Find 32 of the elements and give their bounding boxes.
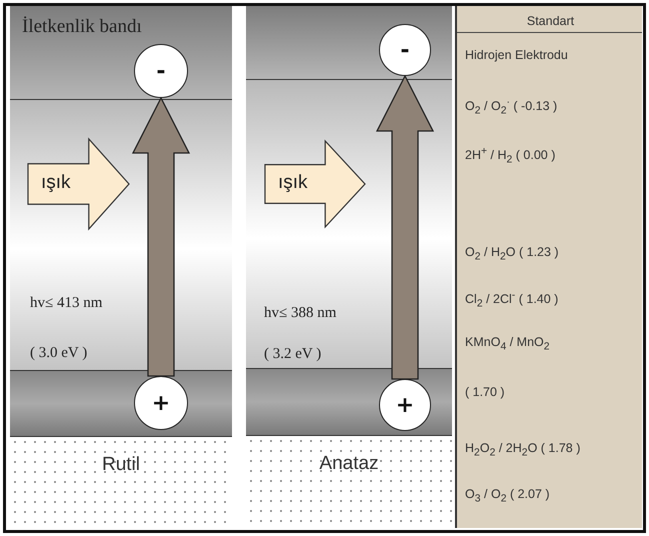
redox-couple-text: O$_{2}$ / O$_{2}$$^{·}$ ( -0.13 ) xyxy=(465,97,558,117)
valence-band xyxy=(246,368,452,436)
wavelength-text: ( 3.0 eV ) xyxy=(30,345,88,362)
hole-circle: + xyxy=(134,376,188,430)
redox-couple-text: Cl$_{2}$ / 2Cl$^{-}$ ( 1.40 ) xyxy=(465,290,558,310)
header-text: Standart xyxy=(526,14,576,28)
redox-couple-text: KMnO$_{4}$ / MnO$_{2}$ xyxy=(465,335,550,352)
band-label: İletkenlik bandı xyxy=(22,16,142,38)
conduction-band xyxy=(10,6,232,100)
redox-couple-text: O$_{3}$ / O$_{2}$ ( 2.07 ) xyxy=(465,487,550,504)
header-text: Hidrojen Elektrodu xyxy=(465,48,568,62)
conduction-band xyxy=(246,6,452,80)
light-block-arrow xyxy=(264,140,366,228)
light-label: ışık xyxy=(278,172,308,194)
electron-circle: - xyxy=(134,44,188,98)
excitation-arrow xyxy=(132,96,190,377)
redox-potential-panel xyxy=(455,6,642,528)
wavelength-text: hv≤ 413 nm xyxy=(30,295,102,312)
redox-couple-text: H$_{2}$O$_{2}$ / 2H$_{2}$O ( 1.78 ) xyxy=(465,441,580,458)
wavelength-text: ( 3.2 eV ) xyxy=(264,346,322,363)
excitation-arrow xyxy=(376,74,434,380)
hole-circle: + xyxy=(379,379,431,431)
redox-couple-text: O$_{2}$ / H$_{2}$O ( 1.23 ) xyxy=(465,245,559,262)
wavelength-text: hv≤ 388 nm xyxy=(264,305,336,322)
redox-couple-text: 2H$^{+}$ / H$_{2}$ ( 0.00 ) xyxy=(465,146,556,166)
phase-label: Rutil xyxy=(100,454,141,476)
valence-band xyxy=(10,370,232,437)
phase-label: Anataz xyxy=(318,453,380,475)
electron-circle: - xyxy=(379,24,431,76)
redox-couple-text: ( 1.70 ) xyxy=(465,385,505,399)
light-block-arrow xyxy=(27,138,130,230)
light-label: ışık xyxy=(41,172,71,194)
